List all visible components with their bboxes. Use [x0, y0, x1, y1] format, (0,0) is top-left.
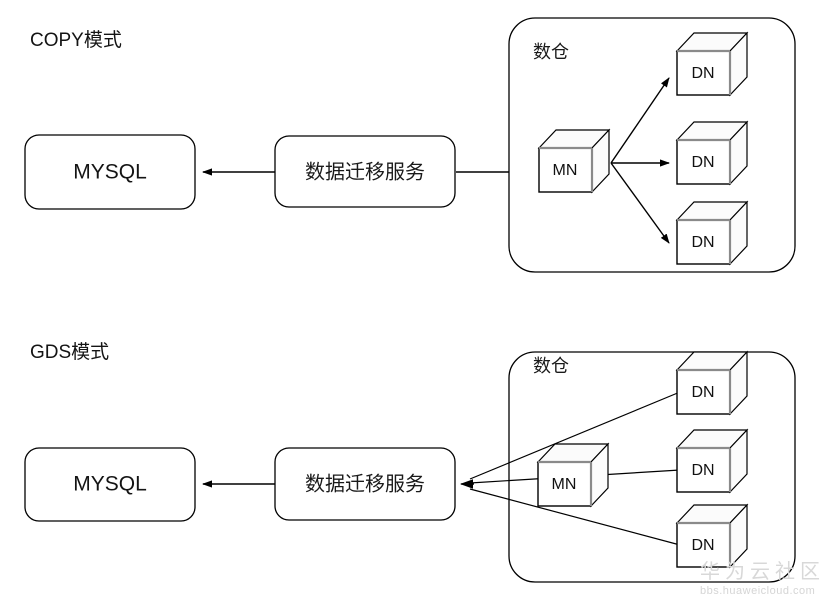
dn2-cube-front-gds[interactable] [676, 447, 731, 493]
dn1-cube-front-copy[interactable] [676, 50, 731, 96]
line-dn1-to-service-gds [469, 391, 681, 480]
dn2-cube-label-copy: DN [691, 154, 714, 171]
mysql-box-copy[interactable]: MYSQL [24, 134, 196, 210]
mn-cube-gds[interactable]: MN [536, 442, 610, 508]
dn3-cube-label-gds: DN [691, 537, 714, 554]
mn-cube-label-gds: MN [552, 476, 577, 493]
migration-service-shape-copy[interactable] [274, 135, 456, 208]
dn3-cube-label-copy: DN [691, 234, 714, 251]
mysql-box-shape-copy[interactable] [24, 134, 196, 210]
migration-service-label-gds: 数据迁移服务 [305, 472, 425, 496]
section-title-copy: COPY模式 [30, 29, 122, 51]
dn-cube-3-gds[interactable]: DN [675, 503, 749, 569]
dn-cube-2-gds[interactable]: DN [675, 428, 749, 494]
section-copy-mode: COPY模式 MYSQL 数据迁移服务 数仓 [24, 17, 796, 273]
arrow-mn-to-dn1-copy [610, 77, 670, 164]
watermark: 华为云社区 bbs.huaweicloud.com [700, 559, 820, 597]
dn2-cube-label-gds: DN [691, 462, 714, 479]
dn2-cube-front-copy[interactable] [676, 139, 731, 185]
dn-cube-3-copy[interactable]: DN [675, 200, 749, 266]
migration-service-box-copy[interactable]: 数据迁移服务 [274, 135, 456, 208]
watermark-cn-text: 华为云社区 [700, 559, 820, 583]
dn-cube-2-copy[interactable]: DN [675, 120, 749, 186]
section-gds-mode: GDS模式 MYSQL 数据迁移服务 数仓 [24, 341, 796, 583]
mn-cube-copy[interactable]: MN [537, 128, 611, 194]
warehouse-label-gds: 数仓 [533, 356, 569, 377]
line-dn3-to-service-gds [469, 488, 681, 546]
dn3-cube-front-copy[interactable] [676, 219, 731, 265]
migration-service-box-gds[interactable]: 数据迁移服务 [274, 447, 456, 521]
mn-cube-label-copy: MN [553, 162, 578, 179]
watermark-url-text: bbs.huaweicloud.com [700, 585, 815, 597]
dn-cube-1-copy[interactable]: DN [675, 31, 749, 97]
migration-service-label-copy: 数据迁移服务 [305, 160, 425, 184]
arrow-mn-to-dn3-copy [610, 162, 670, 244]
dn1-cube-label-copy: DN [691, 65, 714, 82]
mysql-box-shape-gds[interactable] [24, 447, 196, 522]
dn1-cube-label-gds: DN [691, 384, 714, 401]
mysql-box-gds[interactable]: MYSQL [24, 447, 196, 522]
section-title-gds: GDS模式 [30, 341, 109, 363]
mysql-box-label-copy: MYSQL [73, 161, 147, 184]
dn-cube-1-gds[interactable]: DN [675, 350, 749, 416]
warehouse-label-copy: 数仓 [533, 42, 569, 63]
migration-service-shape-gds[interactable] [274, 447, 456, 521]
mysql-box-label-gds: MYSQL [73, 473, 147, 496]
